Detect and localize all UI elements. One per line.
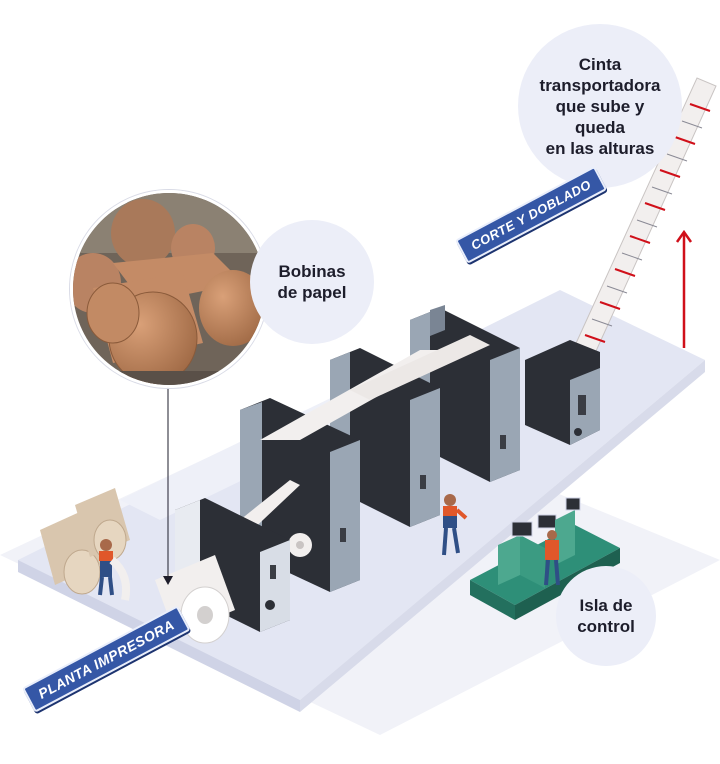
callout-arrowhead — [163, 576, 173, 585]
worker-left — [98, 539, 131, 601]
paper-rolls-photo — [70, 190, 268, 388]
label-paper-rolls-line-1: Bobinas — [278, 262, 346, 281]
paper-rolls-illustration — [73, 193, 265, 385]
label-conveyor-line-2: transportadora — [539, 75, 661, 95]
folding-unit — [525, 340, 600, 445]
label-conveyor-line-3: que sube y — [555, 96, 645, 116]
label-conveyor-line-1: Cinta — [578, 54, 622, 74]
label-conveyor-line-5: en las alturas — [545, 138, 655, 158]
label-conveyor: Cinta transportadora que sube y queda en… — [518, 24, 682, 188]
kraft-paper-rolls — [40, 488, 130, 595]
label-paper-rolls-line-2: de papel — [277, 283, 347, 302]
label-control-island: Isla de control — [556, 566, 656, 666]
label-conveyor-line-4: queda — [574, 117, 626, 137]
arrow-up-icon — [675, 229, 693, 348]
label-control-island-line-2: control — [577, 617, 635, 636]
label-paper-rolls: Bobinas de papel — [250, 220, 374, 344]
label-control-island-line-1: Isla de — [579, 596, 633, 615]
conveyor-belt — [561, 77, 717, 383]
worker-middle — [442, 494, 468, 556]
